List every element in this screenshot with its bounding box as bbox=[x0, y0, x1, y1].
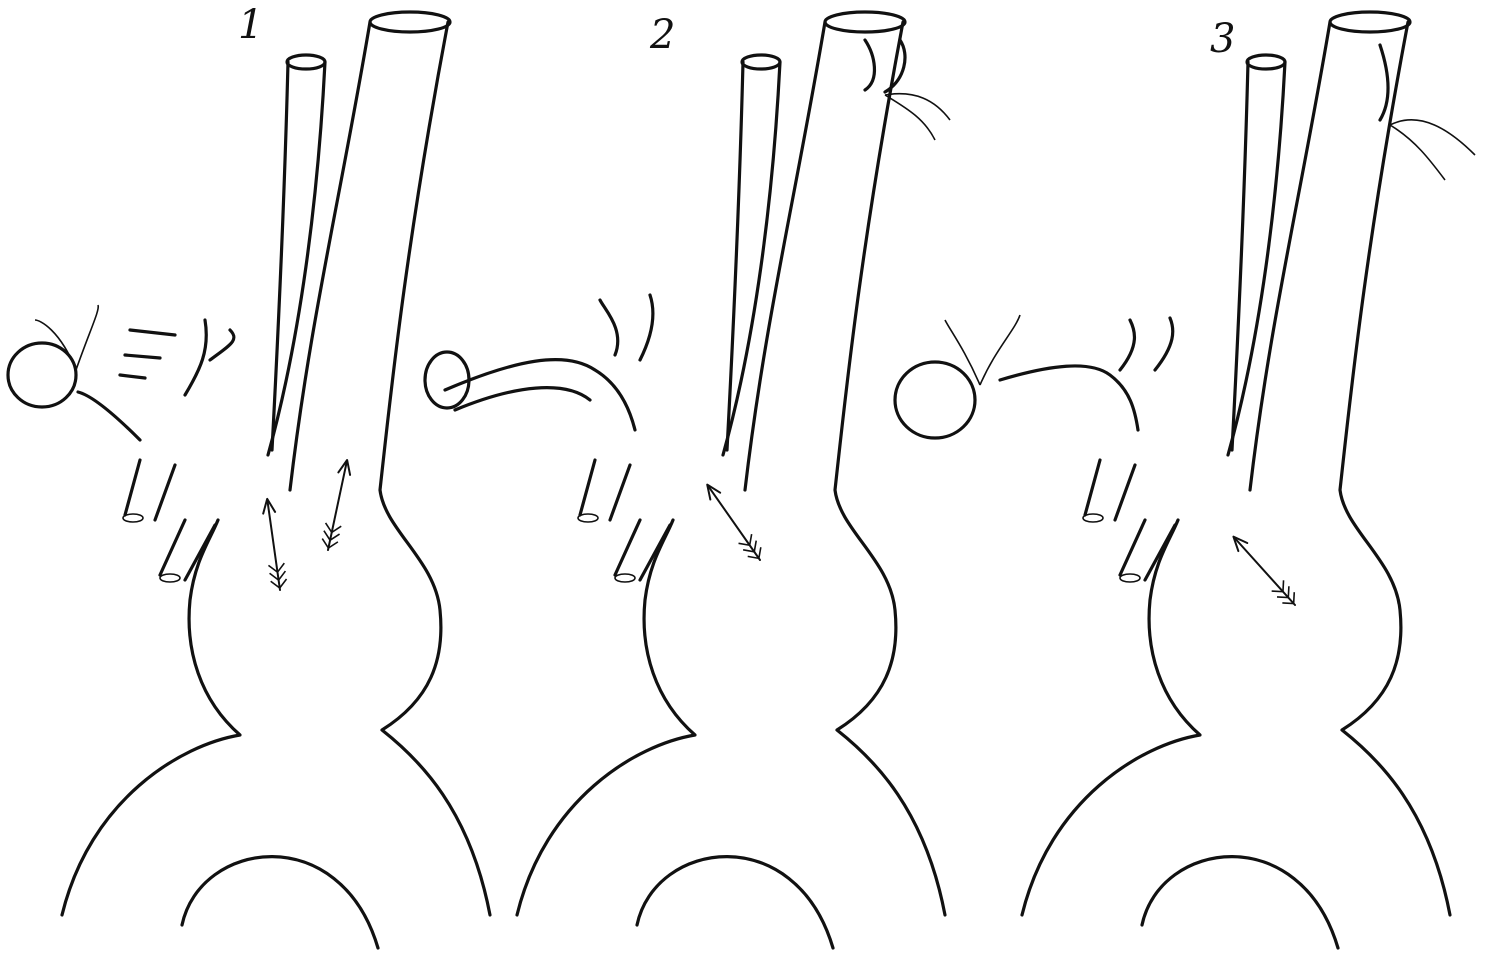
ligature-thread bbox=[34, 304, 100, 371]
vessel-end bbox=[423, 350, 471, 410]
flow-arrow bbox=[258, 496, 289, 593]
ligature-thread bbox=[884, 93, 951, 141]
flow-arrow bbox=[699, 479, 768, 566]
figure-3: 3 bbox=[893, 10, 1476, 950]
flow-arrow bbox=[1226, 530, 1302, 612]
ligated-stump bbox=[6, 341, 78, 409]
ligature-thread bbox=[1389, 119, 1476, 181]
ligated-stump bbox=[893, 360, 977, 440]
figure-label: 3 bbox=[1210, 16, 1235, 62]
ligature-thread bbox=[944, 314, 1021, 386]
figure-1: 1 bbox=[6, 2, 492, 950]
figure-label: 1 bbox=[238, 2, 263, 48]
flow-arrow bbox=[319, 457, 356, 553]
figure-2: 2 bbox=[423, 10, 951, 950]
figure-label: 2 bbox=[649, 12, 675, 58]
